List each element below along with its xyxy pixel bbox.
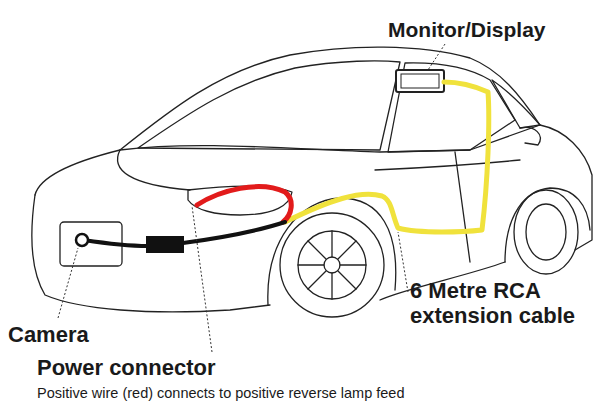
power-connector-block [146, 236, 184, 253]
monitor-inner [401, 74, 439, 88]
monitor-label: Monitor/Display [388, 18, 593, 42]
rear-spokes [298, 231, 366, 299]
front-tyre [514, 190, 578, 274]
front-rim [526, 204, 566, 260]
rear-rim [298, 231, 366, 299]
mirror [520, 127, 540, 145]
camera-label: Camera [8, 322, 128, 348]
cable-label: 6 Metre RCA extension cable [410, 278, 592, 328]
rca-cable [285, 82, 489, 232]
red-power-wire [197, 187, 291, 222]
roof-line [120, 47, 540, 150]
windshield [492, 80, 540, 128]
leader-cable [398, 232, 408, 292]
side-window [388, 63, 515, 152]
camera-lens [76, 234, 88, 246]
trunk-edge [118, 150, 190, 190]
rear-window [138, 61, 400, 150]
power-note: Positive wire (red) connects to positive… [37, 384, 592, 402]
leader-camera [58, 248, 78, 318]
leader-monitor [428, 44, 445, 70]
rear-bumper [32, 195, 270, 312]
monitor-screen [396, 70, 444, 92]
black-camera-wire [84, 222, 285, 246]
door-crease [375, 160, 520, 170]
door-seam [455, 152, 470, 262]
leader-power [192, 206, 212, 352]
rear-tyre [280, 213, 384, 317]
power-connector-label: Power connector [37, 355, 297, 381]
